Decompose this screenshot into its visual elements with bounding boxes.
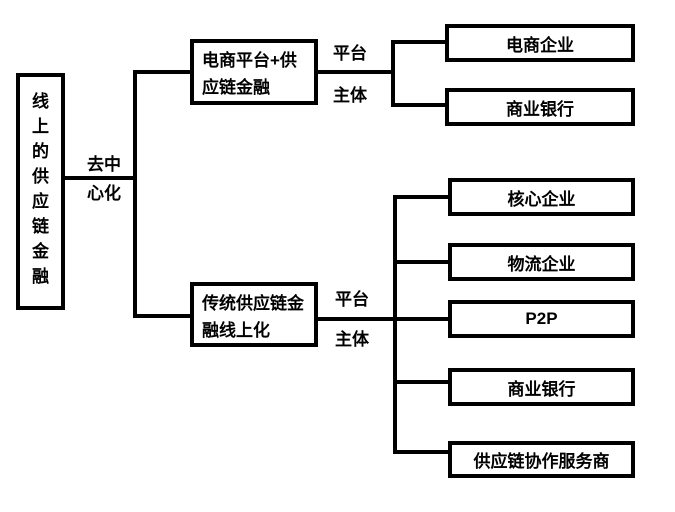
branch-node-traditional-scf-online: 传统供应链金 融线上化: [190, 282, 318, 347]
connector-to-core-enterprise: [393, 195, 452, 199]
leaf-node-commercial-bank-bottom: 商业银行: [448, 368, 635, 406]
platform-label-top: 平台: [333, 44, 367, 63]
connector-to-ecommerce-enterprise: [391, 40, 449, 44]
root-node-label: 线 上 的 供 应 链 金 融: [32, 92, 49, 286]
leaf-node-p2p: P2P: [448, 300, 635, 338]
platform-label-bottom: 平台: [335, 290, 369, 309]
connector-to-p2p: [393, 317, 452, 321]
connector-to-scf-service-provider: [393, 450, 452, 454]
leaf-node-ecommerce-enterprise: 电商企业: [445, 24, 635, 62]
leaf-node-commercial-bank-top: 商业银行: [445, 88, 635, 126]
leaf-node-logistics-enterprise: 物流企业: [448, 243, 635, 281]
subject-label-top: 主体: [333, 86, 367, 105]
connector-bottom-branch: [133, 314, 194, 318]
leaf-node-scf-collaboration-provider: 供应链协作服务商: [448, 441, 635, 478]
connector-to-commercial-bank-bottom: [393, 380, 452, 384]
branch-node-label: 电商平台+供 应链金融: [202, 51, 297, 97]
connector-top-right-vertical: [391, 40, 395, 107]
leaf-node-core-enterprise: 核心企业: [448, 178, 635, 216]
edge-label-decentralization: 去中 心化: [87, 155, 121, 203]
connector-bottom-right-vertical: [393, 195, 397, 454]
connector-root-horizontal: [63, 176, 137, 180]
connector-top-branch: [133, 70, 194, 74]
root-node-online-scf: 线 上 的 供 应 链 金 融: [16, 73, 65, 310]
connector-top-out: [316, 70, 395, 74]
connector-trunk-vertical: [133, 70, 137, 318]
branch-node-label: 传统供应链金 融线上化: [202, 294, 304, 340]
connector-to-commercial-bank-top: [391, 103, 449, 107]
subject-label-bottom: 主体: [335, 330, 369, 349]
connector-to-logistics-enterprise: [393, 260, 452, 264]
connector-bottom-out: [316, 317, 395, 321]
branch-node-ecommerce-scf: 电商平台+供 应链金融: [190, 39, 318, 105]
